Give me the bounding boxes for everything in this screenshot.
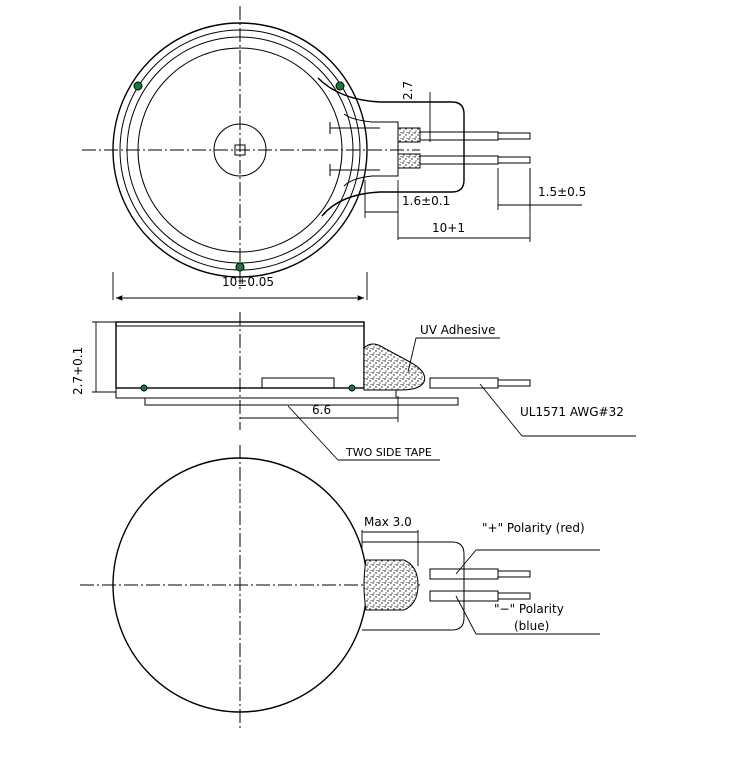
wire-bottom: [419, 155, 499, 165]
marker-dot-bottom: [235, 262, 245, 272]
bottom-view: Max 3.0 "+" Polarity (red) "−" Polarity …: [80, 445, 600, 730]
wire-top-strip: [497, 132, 531, 140]
dim-wire-strip: 1.5±0.5: [538, 185, 586, 199]
base-plate: [115, 387, 397, 399]
dim-max: Max 3.0: [364, 515, 412, 529]
wire-top: [419, 131, 499, 141]
solder-pad-bottom: [397, 153, 421, 169]
label-wire-spec: UL1571 AWG#32: [520, 405, 624, 419]
marker-dot-left: [133, 81, 143, 91]
dim-diameter: 10±0.05: [222, 275, 274, 289]
uv-adhesive-bottom: [363, 559, 419, 611]
dim-height-wire: 2.7: [401, 81, 415, 100]
fpc-tab-bottom: [362, 541, 465, 631]
dim-lead-offset: 1.6±0.1: [402, 194, 450, 208]
top-view: 2.7 1.5±0.5 1.6±0.1 10+1 10±0.05: [82, 6, 586, 300]
uv-adhesive: [363, 343, 426, 391]
label-negative-polarity: "−" Polarity: [494, 602, 564, 616]
wire-side: [429, 377, 499, 389]
dim-lead-length: 10+1: [432, 221, 465, 235]
label-negative-color: (blue): [514, 619, 549, 633]
wire-bottom-strip: [497, 156, 531, 164]
side-view: 2.7+0.1 UV Adhesive UL1571 AWG#32 6.6 TW…: [71, 295, 636, 461]
dim-thickness: 2.7+0.1: [71, 347, 85, 395]
marker-dot-right: [335, 81, 345, 91]
tape-layer: [144, 397, 459, 406]
dim-tape-width: 6.6: [312, 403, 331, 417]
label-uv-adhesive: UV Adhesive: [420, 323, 495, 337]
label-two-side-tape: TWO SIDE TAPE: [345, 446, 432, 459]
fpc-tab-inner: [343, 113, 399, 187]
fpc-tab: [317, 77, 465, 217]
label-positive-polarity: "+" Polarity (red): [482, 521, 585, 535]
solder-pad-top: [397, 127, 421, 143]
shaft-tab-side: [261, 377, 335, 389]
